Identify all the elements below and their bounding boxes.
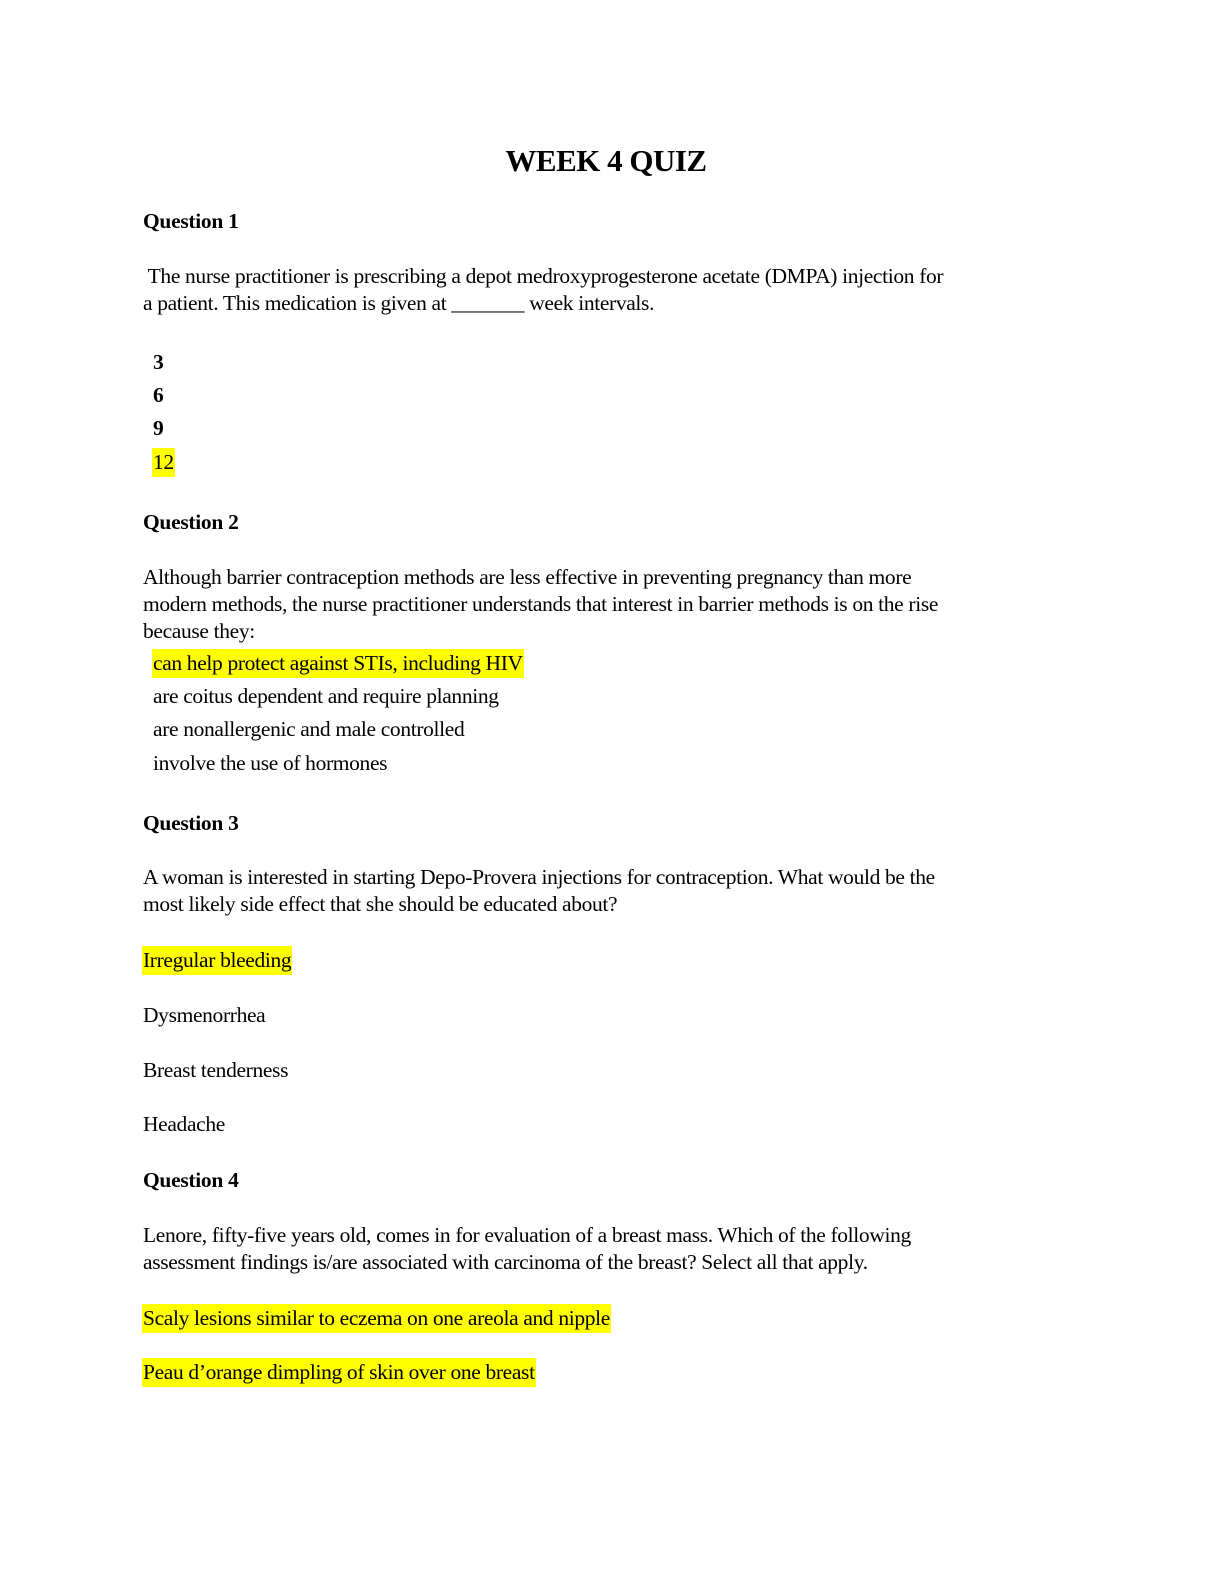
question-heading: Question 1 [143,209,239,233]
answer-highlight: 12 [152,448,175,477]
answer-option: Breast tenderness [143,1058,289,1082]
question-prompt-line: most likely side effect that she should … [143,892,618,916]
question-heading: Question 3 [143,811,239,835]
answer-highlight: can help protect against STIs, including… [152,649,524,678]
answer-option: are coitus dependent and require plannin… [153,684,499,708]
question-prompt-line: modern methods, the nurse practitioner u… [143,592,939,616]
answer-option-highlighted: can help protect against STIs, including… [152,649,524,678]
question-prompt-line: a patient. This medication is given at _… [143,291,655,315]
question-prompt-line: Lenore, fifty-five years old, comes in f… [143,1223,911,1247]
question-prompt-line: Although barrier contraception methods a… [143,565,912,589]
page-title: WEEK 4 QUIZ [505,143,707,178]
question-prompt-line: assessment findings is/are associated wi… [143,1250,868,1274]
question-heading: Question 4 [143,1168,239,1192]
answer-option-highlighted: 12 [152,448,175,477]
answer-option: Headache [143,1112,225,1136]
answer-highlight: Irregular bleeding [142,946,293,975]
answer-option: 3 [153,350,164,374]
question-prompt-line: A woman is interested in starting Depo-P… [143,865,935,889]
answer-option-highlighted: Peau d’orange dimpling of skin over one … [142,1358,536,1387]
answer-option: 6 [153,383,164,407]
question-heading: Question 2 [143,510,239,534]
answer-option-highlighted: Scaly lesions similar to eczema on one a… [142,1304,611,1333]
answer-highlight: Scaly lesions similar to eczema on one a… [142,1304,611,1333]
answer-option: Dysmenorrhea [143,1003,266,1027]
question-prompt-line: The nurse practitioner is prescribing a … [143,264,944,288]
answer-option: are nonallergenic and male controlled [153,717,465,741]
answer-option-highlighted: Irregular bleeding [142,946,293,975]
question-prompt-line: because they: [143,619,255,643]
answer-highlight: Peau d’orange dimpling of skin over one … [142,1358,536,1387]
answer-option: involve the use of hormones [153,751,388,775]
answer-option: 9 [153,416,164,440]
